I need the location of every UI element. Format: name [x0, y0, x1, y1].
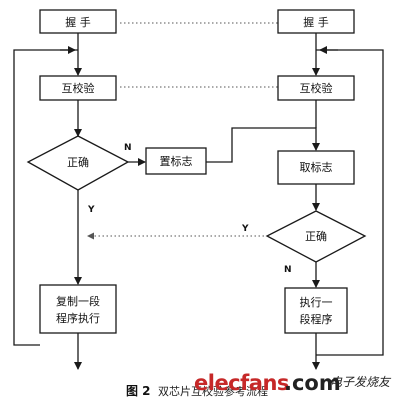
copy-segment-label-line1: 复制一段 [56, 294, 100, 308]
right-decision-node: 正确 [265, 210, 367, 263]
right-handshake-label: 握 手 [303, 15, 329, 29]
watermark-logo: elecfans .com 电子发烧友 [194, 371, 392, 395]
caption-title: 双芯片互校验参考流程 [158, 384, 268, 398]
left-handshake-node: 握 手 [39, 9, 117, 34]
copy-segment-node: 复制一段 程序执行 [39, 284, 117, 334]
left-loop-back-line [13, 49, 78, 346]
left-decision-node: 正确 [26, 135, 130, 191]
edge-label-n-top: N [124, 143, 132, 153]
right-mutual-check-label: 互校验 [300, 81, 333, 95]
right-mutual-check-node: 互校验 [277, 75, 355, 101]
edge-label-y-dotted: Y [241, 224, 249, 234]
right-decision-label: 正确 [305, 230, 327, 243]
right-handshake-node: 握 手 [277, 9, 355, 34]
arrow-set-flag-to-get-flag [206, 127, 320, 163]
left-handshake-label: 握 手 [65, 15, 91, 29]
execute-segment-label-line1: 执行一 [300, 295, 333, 309]
execute-segment-label-line2: 段程序 [300, 312, 333, 326]
copy-segment-label-line2: 程序执行 [56, 311, 100, 325]
left-mutual-check-label: 互校验 [62, 81, 95, 95]
watermark-brand-dark: .com [284, 371, 341, 395]
get-flag-node: 取标志 [277, 150, 355, 185]
left-decision-label: 正确 [67, 156, 89, 169]
caption-figure-number: 图 2 [126, 384, 151, 398]
edge-label-y-left: Y [87, 205, 95, 215]
watermark-tagline: 电子发烧友 [330, 375, 392, 389]
left-mutual-check-node: 互校验 [39, 75, 117, 101]
set-flag-node: 置标志 [145, 147, 207, 175]
watermark-brand-red: elecfans [194, 371, 289, 395]
set-flag-label: 置标志 [160, 154, 193, 168]
edge-label-n-right: N [284, 265, 292, 275]
execute-segment-node: 执行一 段程序 [284, 287, 348, 334]
get-flag-label: 取标志 [300, 160, 333, 174]
right-loop-back-line [316, 49, 384, 356]
